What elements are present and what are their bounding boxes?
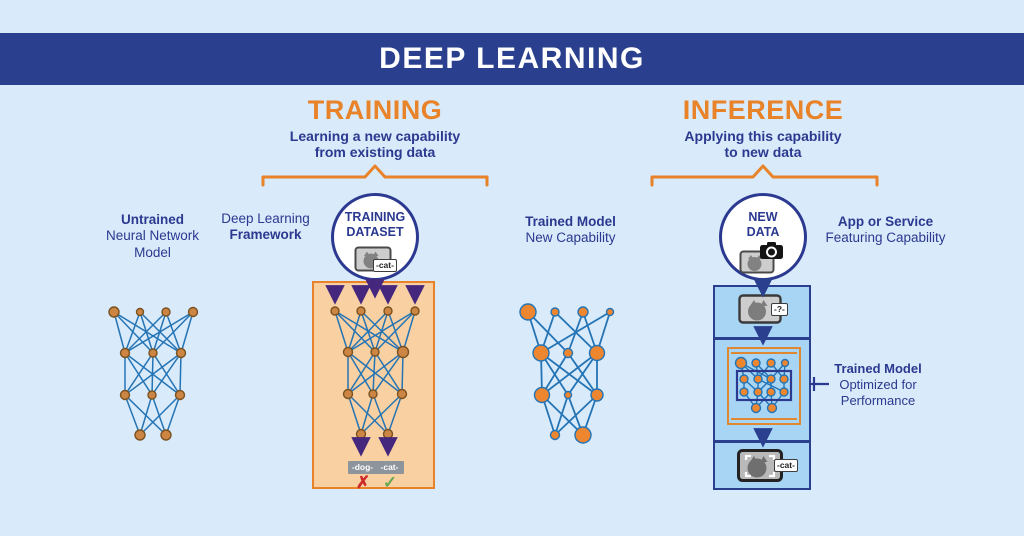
training-subtitle-line2: from existing data [314, 144, 436, 161]
dataset-circle-line1: TRAINING [344, 210, 406, 224]
unknown-photo-icon [738, 294, 782, 324]
inference-section-subtitle: Applying this capability to new data [640, 128, 886, 160]
trained-network-graphic [519, 303, 615, 444]
dog-output-badge: -dog- [348, 461, 377, 474]
wrong-mark: ✗ [355, 473, 371, 492]
new-data-circle-text: NEW DATA [722, 210, 804, 240]
app-service-label-line1: App or Service [837, 214, 934, 229]
inference-bracket [650, 164, 879, 187]
training-section-subtitle: Learning a new capability from existing … [252, 128, 498, 160]
recognized-cat-photo-icon [737, 449, 783, 482]
trained-model-label-line2: New Capability [525, 230, 616, 246]
framework-label-line1: Deep Learning [221, 211, 310, 226]
training-bracket [261, 164, 489, 187]
training-subtitle-line1: Learning a new capability [289, 128, 461, 144]
optimized-model-label: Trained Model Optimized for Performance [826, 361, 930, 409]
optimized-network-graphic [734, 356, 793, 414]
app-service-label-line2: Featuring Capability [825, 230, 946, 246]
cat-output-badge: -cat- [375, 461, 404, 474]
trained-model-label-line1: Trained Model [525, 214, 616, 229]
inference-subtitle-line2: to new data [724, 144, 802, 161]
untrained-model-label: Untrained Neural Network Model [90, 212, 215, 261]
header-bar: DEEP LEARNING [0, 33, 1024, 85]
trained-model-label: Trained Model New Capability [508, 214, 633, 247]
new-data-circle: NEW DATA [719, 193, 807, 281]
new-data-circle-line2: DATA [746, 224, 780, 239]
dataset-circle-line2: DATASET [346, 224, 404, 239]
inference-divider-2 [715, 440, 809, 443]
right-mark: ✓ [382, 473, 398, 492]
new-photo-icon [739, 250, 775, 274]
training-dataset-circle-text: TRAINING DATASET [334, 210, 416, 240]
training-network-graphic [330, 306, 420, 440]
optimized-label-line2: Optimized for [839, 376, 917, 392]
training-dataset-circle: TRAINING DATASET -cat- [331, 193, 419, 281]
new-data-circle-line1: NEW [748, 210, 778, 224]
untrained-label-line1: Untrained [120, 212, 184, 227]
untrained-label-line3: Model [134, 244, 171, 260]
unknown-tag: -?- [771, 303, 788, 316]
recognized-cat-tag: -cat- [774, 459, 798, 472]
framework-label-line2: Framework [229, 227, 302, 243]
page-title: DEEP LEARNING [379, 42, 645, 75]
app-service-label: App or Service Featuring Capability [818, 214, 953, 247]
inference-section-title: INFERENCE [682, 95, 844, 125]
optimized-label-line3: Performance [840, 392, 916, 408]
untrained-label-line2: Neural Network [105, 228, 200, 244]
framework-label: Deep Learning Framework [203, 211, 328, 244]
untrained-network-graphic [108, 306, 199, 441]
inference-divider-1 [715, 337, 809, 340]
dataset-cat-tag: -cat- [373, 259, 397, 272]
optimized-model-chip [727, 347, 801, 425]
camera-icon [760, 242, 783, 259]
training-section-title: TRAINING [307, 95, 443, 125]
optimized-label-line1: Trained Model [834, 361, 922, 376]
inference-subtitle-line1: Applying this capability [684, 128, 842, 144]
